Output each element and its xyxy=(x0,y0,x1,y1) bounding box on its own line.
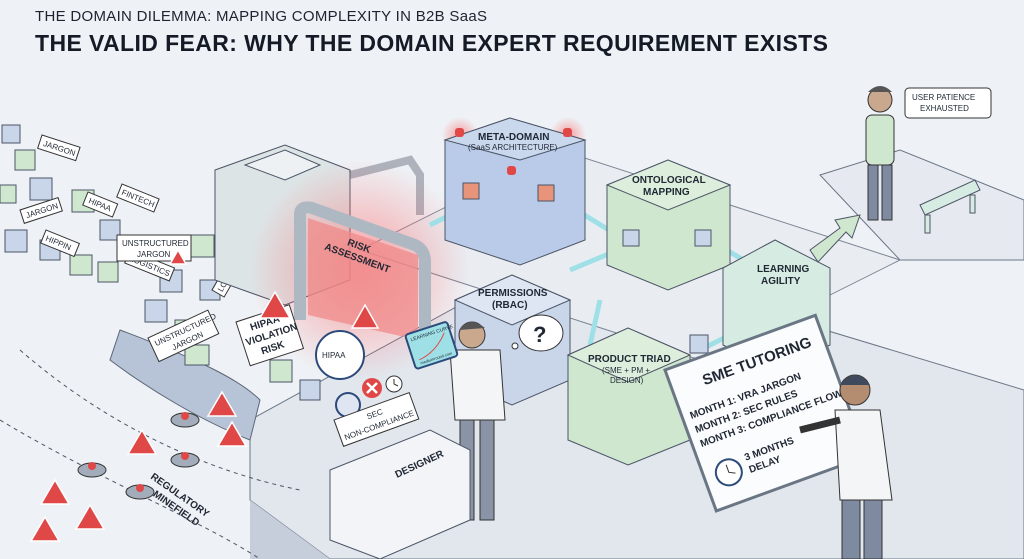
mine-icon xyxy=(125,484,155,500)
triad-line3: DESIGN) xyxy=(610,376,644,385)
mine-icon xyxy=(170,412,200,428)
warning-icon xyxy=(258,290,292,319)
sme-expert-figure xyxy=(799,374,893,559)
bench-icon xyxy=(919,179,981,234)
triad-line1: PRODUCT TRIAD xyxy=(588,354,671,365)
x-fail-icon xyxy=(362,378,382,398)
clock-icon xyxy=(714,458,743,487)
warning-icon xyxy=(168,248,188,265)
warning-icon xyxy=(126,428,158,455)
tag-unstructured-jargon: UNSTRUCTURED xyxy=(122,239,189,248)
alarm-light-icon xyxy=(507,166,516,175)
designer-figure xyxy=(449,321,506,521)
user-bubble-line1: USER PATIENCE xyxy=(912,93,975,102)
mines xyxy=(77,412,200,500)
alarm-light-icon xyxy=(563,128,572,137)
arrow-icon xyxy=(809,214,861,263)
block-meta-domain: META-DOMAIN (SaaS ARCHITECTURE) xyxy=(442,117,587,266)
user-bubble-line2: EXHAUSTED xyxy=(920,104,969,113)
ontological-line2: MAPPING xyxy=(643,187,690,198)
warning-icon xyxy=(350,303,380,329)
sme-tutoring-board: SME TUTORING MONTH 1: VRA JARGON MONTH 2… xyxy=(663,313,869,513)
warning-icon xyxy=(29,515,61,542)
tag-unstructured-jargon-line2: JARGON xyxy=(137,250,171,259)
learning-line1: LEARNING xyxy=(757,264,809,275)
header-subtitle: THE DOMAIN DILEMMA: MAPPING COMPLEXITY I… xyxy=(35,8,488,25)
stopwatch-icon xyxy=(385,375,403,393)
mine-icon xyxy=(77,462,107,478)
risk-assessment-gate: RISK ASSESSMENT xyxy=(294,201,431,355)
permissions-line1: PERMISSIONS xyxy=(478,288,548,299)
meta-domain-subtitle: (SaaS ARCHITECTURE) xyxy=(468,143,558,152)
learning-line2: AGILITY xyxy=(761,276,801,287)
block-product-triad: PRODUCT TRIAD (SME + PM + DESIGN) xyxy=(566,327,709,466)
warning-icon xyxy=(206,390,238,417)
permissions-line2: (RBAC) xyxy=(492,300,528,311)
alarm-light-icon xyxy=(455,128,464,137)
warning-icons xyxy=(29,248,380,542)
warning-icon xyxy=(216,420,248,447)
hipaa-seal: HIPAA xyxy=(315,330,365,380)
ontological-line1: ONTOLOGICAL xyxy=(632,175,706,186)
warning-icon xyxy=(74,503,106,530)
user-speech-bubble: USER PATIENCE EXHAUSTED xyxy=(904,87,992,119)
page-title: THE VALID FEAR: WHY THE DOMAIN EXPERT RE… xyxy=(35,30,829,56)
warning-icon xyxy=(39,478,71,505)
block-ontological-mapping: ONTOLOGICAL MAPPING xyxy=(605,159,732,291)
hipaa-violation-sign: HIPAA VIOLATION RISK xyxy=(235,304,305,367)
triad-line2: (SME + PM + xyxy=(602,366,650,375)
hipaa-seal-text: HIPAA xyxy=(322,351,346,360)
meta-domain-title: META-DOMAIN xyxy=(478,132,549,143)
question-thought-bubble: ? xyxy=(511,314,564,352)
question-mark-icon: ? xyxy=(533,322,546,347)
frustrated-user xyxy=(865,86,895,221)
mine-icon xyxy=(170,452,200,468)
